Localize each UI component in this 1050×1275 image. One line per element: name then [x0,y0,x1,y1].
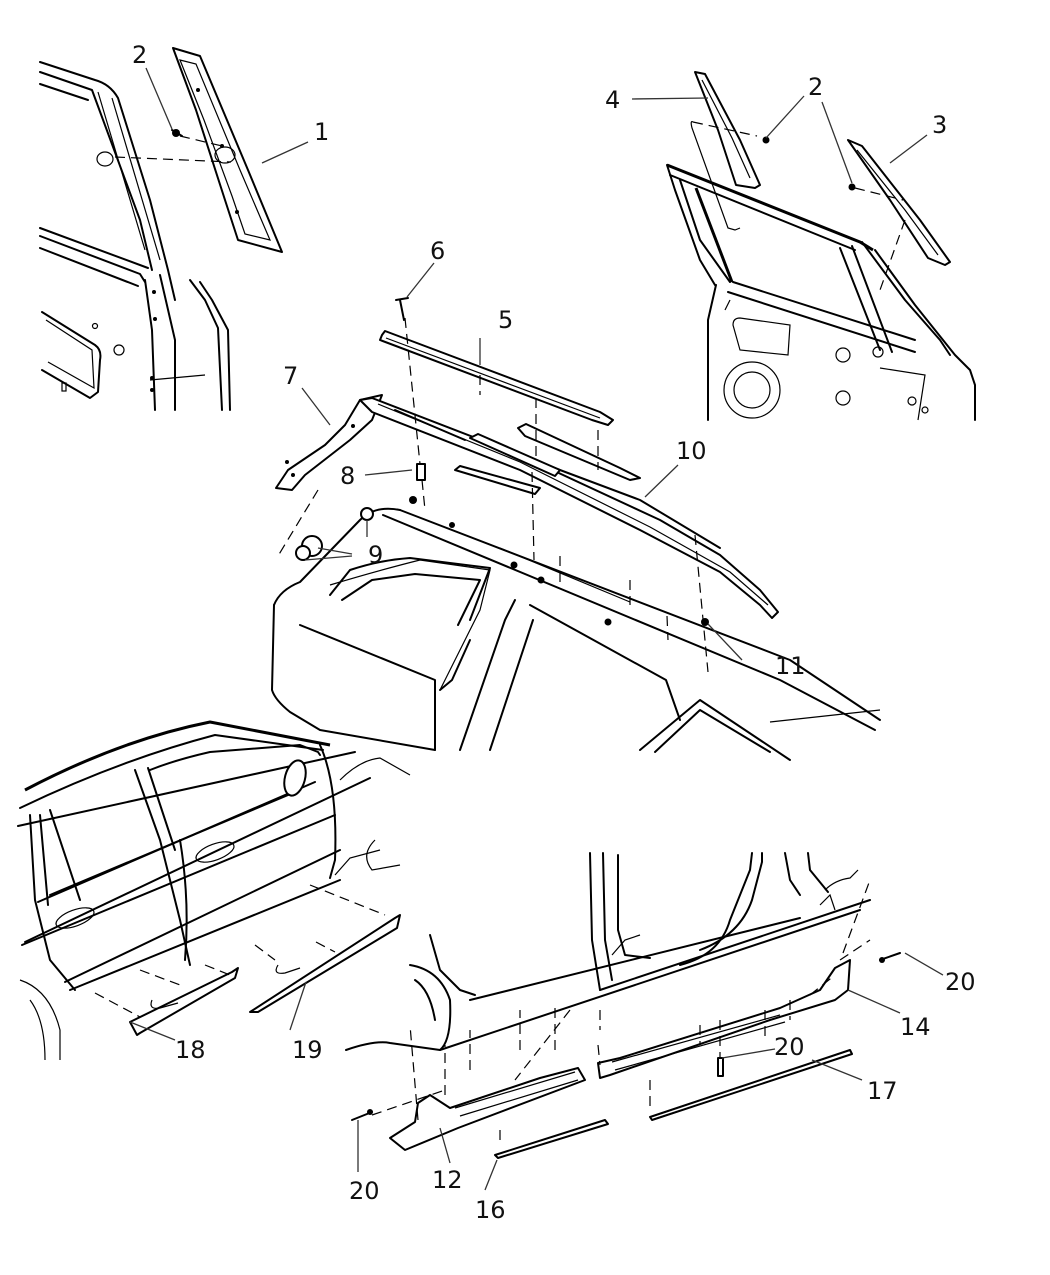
callout-10: 10 [676,437,707,465]
front-door-frame-view [666,71,976,421]
clip-fastener-2 [171,129,183,137]
callout-7: 7 [283,362,298,390]
callout-8: 8 [340,462,355,490]
callout-6: 6 [430,237,445,265]
callout-18: 18 [175,1036,206,1064]
callout-20-right: 20 [945,968,976,996]
clip-fastener-2b [848,183,856,191]
fastener-part-20-right [879,952,901,963]
fastener-part-20-left [351,1109,373,1121]
callout-17: 17 [867,1077,898,1105]
callout-4: 4 [605,86,620,114]
callout-20-left: 20 [349,1177,380,1205]
callout-1: 1 [314,118,329,146]
rocker-sill-view [345,852,901,1159]
sill-molding-front-part-12 [389,1067,586,1151]
nut-part-9 [295,507,374,561]
b-pillar-applique-part-1 [172,47,283,253]
callout-19: 19 [292,1036,323,1064]
nut-part-11 [701,618,709,626]
screw-part-6 [395,297,409,321]
callout-2-front: 2 [808,73,823,101]
door-frame-body [39,61,231,411]
callout-5: 5 [498,306,513,334]
sill-strip-part-16 [494,1119,609,1159]
door-molding-part-19 [249,914,401,1013]
stud-part-8 [416,463,426,481]
sill-strip-part-17 [649,1049,853,1121]
sill-molding-rear-part-14 [597,959,851,1079]
roof-body [271,496,881,761]
roof-rail-cover-part-7 [275,394,383,491]
roof-ditch-molding-part-5 [379,330,614,426]
door-frame-body [666,163,976,421]
rear-door-frame-view [39,47,283,411]
callout-3: 3 [932,111,947,139]
callout-9: 9 [368,541,383,569]
rear-door-applique-part-3 [847,139,951,266]
callout-11: 11 [775,652,806,680]
leader-lines [129,67,944,1191]
side-door-view [17,720,411,1061]
roof-rail-part-10 [359,397,779,619]
callout-14: 14 [900,1013,931,1041]
roof-rail-insert-parts [454,423,641,495]
callout-2-rear: 2 [132,41,147,69]
door-molding-part-18 [129,967,239,1036]
callout-12: 12 [432,1166,463,1194]
callout-16: 16 [475,1196,506,1224]
clip-fastener-2 [762,136,770,144]
vehicle-side-body [17,720,411,1061]
body-side-sill [345,852,871,1051]
callout-labels: 1 2 2 3 4 5 6 7 8 9 10 11 12 14 16 17 18… [132,41,976,1224]
callout-20-center: 20 [774,1033,805,1061]
roof-rail-view [271,297,881,761]
fastener-part-20-center [717,1057,724,1077]
